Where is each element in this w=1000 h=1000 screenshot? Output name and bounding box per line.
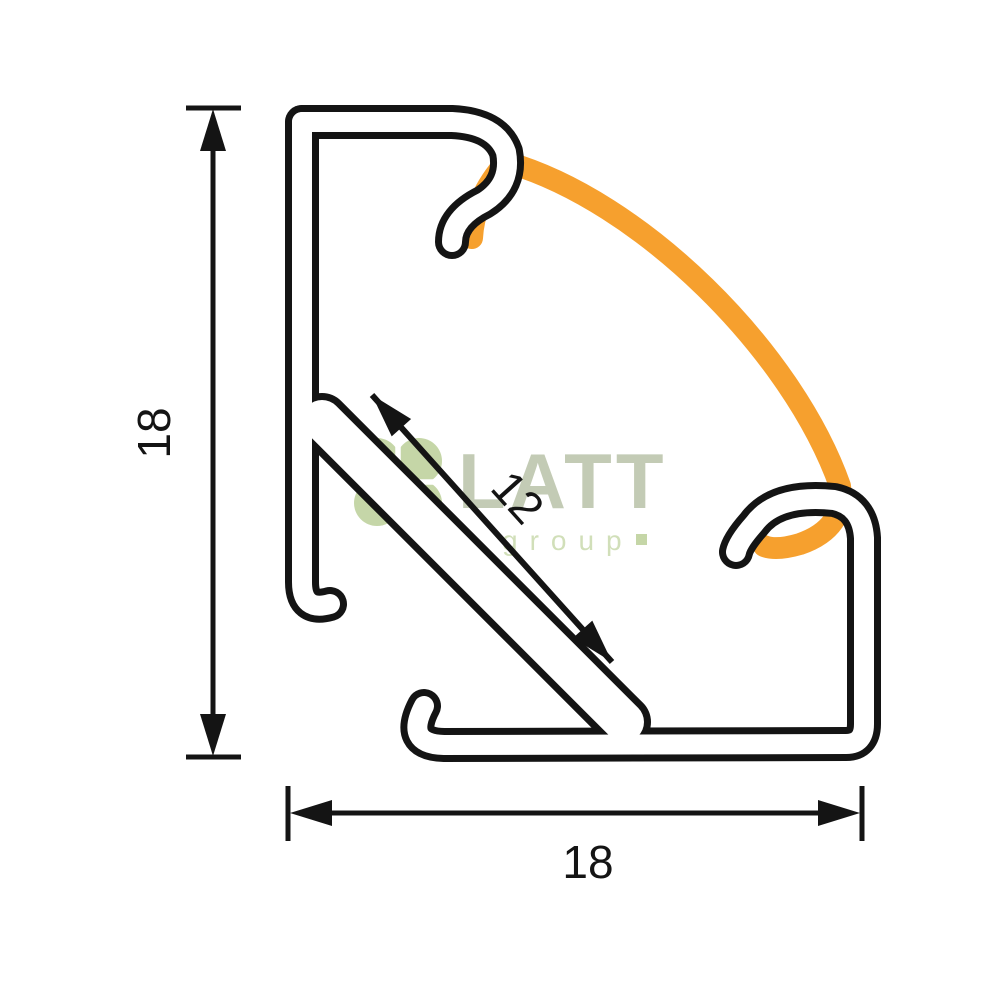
bottom-right-wall-and-clip-fill xyxy=(407,489,874,755)
dimensions: 18 18 12 xyxy=(128,105,865,888)
top-wall-and-clip xyxy=(285,105,524,259)
channel-dim-upper-arrow xyxy=(372,395,412,437)
width-dim-label: 18 xyxy=(562,836,613,888)
watermark-brand-text: LATT xyxy=(458,437,667,525)
width-dim-left-arrow xyxy=(290,800,332,826)
height-dim-bottom-arrow xyxy=(200,714,226,756)
led-channel-bar-fill xyxy=(302,400,644,742)
watermark-square xyxy=(636,534,647,545)
channel-dim-line xyxy=(369,392,615,665)
height-dim-label: 18 xyxy=(128,407,180,458)
width-dim-right-arrow xyxy=(818,800,860,826)
watermark-sub-text: group xyxy=(502,525,634,556)
channel-dim-lower-arrow xyxy=(572,620,612,662)
top-wall-and-clip-fill xyxy=(292,112,517,252)
profile-outline-black xyxy=(285,105,881,762)
profile-outline-white xyxy=(292,112,874,755)
left-wall-fill xyxy=(292,112,340,616)
height-dim-top-arrow xyxy=(200,109,226,151)
